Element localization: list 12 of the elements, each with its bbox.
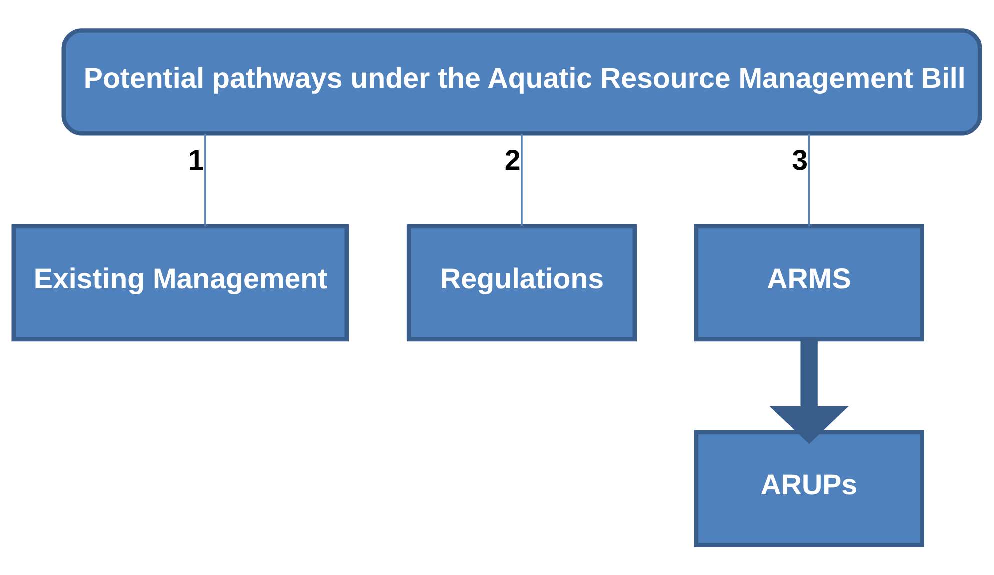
node-box: ARMS bbox=[694, 224, 924, 342]
arrow bbox=[770, 339, 849, 444]
edge-label: 2 bbox=[504, 144, 521, 177]
connector bbox=[204, 133, 206, 226]
connector bbox=[521, 133, 523, 226]
connector bbox=[808, 133, 810, 226]
node-box: ARUPs bbox=[694, 430, 924, 547]
node-box: Potential pathways under the Aquatic Resource Management Bill bbox=[62, 28, 982, 136]
node-box: Regulations bbox=[406, 224, 638, 342]
edge-label: 3 bbox=[792, 144, 808, 177]
node-box: Existing Management bbox=[12, 224, 350, 342]
edge-label: 1 bbox=[188, 144, 204, 177]
